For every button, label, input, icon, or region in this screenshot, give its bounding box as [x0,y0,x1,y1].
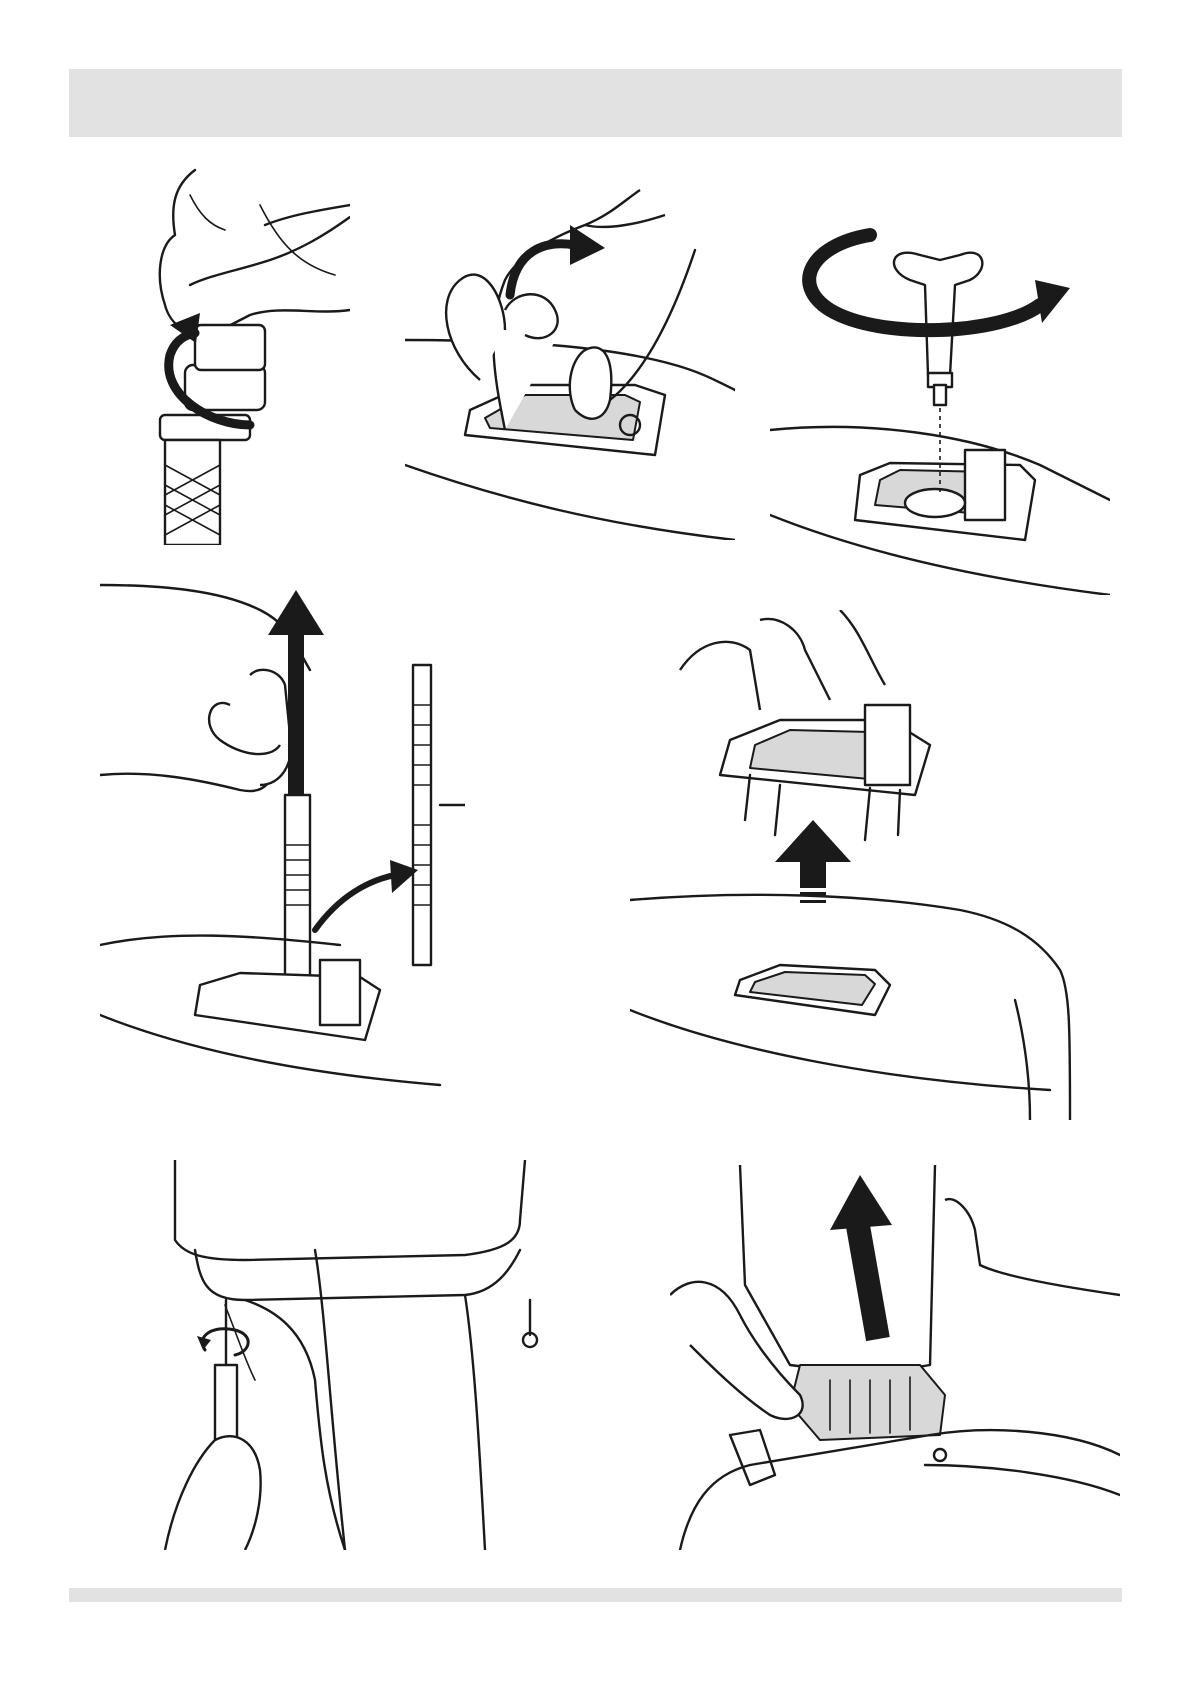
hose-nut-icon [185,365,265,410]
hose-icon [165,440,220,545]
figure-unscrew-hose-nut [130,165,350,545]
figure-lift-out-button-housing [630,610,1120,1120]
lift-up-arrow-icon [775,820,851,862]
figure-pull-out-filter-rod [100,575,465,1110]
filter-rod-icon [285,795,310,995]
figure-rotate-key-tool [770,225,1110,595]
cistern-base-icon [790,1365,945,1440]
key-tool-icon [894,253,982,375]
figure-lift-flush-button [405,180,735,540]
lift-arrow-icon-2 [830,1175,892,1230]
pull-up-arrow-icon [268,590,324,635]
footer-band [69,1588,1122,1602]
latch-icon [965,450,1005,520]
figure-lift-off-cistern [670,1165,1120,1550]
screwdriver-icon [215,1365,237,1445]
figure-unscrew-cistern-screws [145,1160,565,1550]
rotation-arrow-icon [1035,280,1070,323]
header-band [69,69,1122,137]
filter-rod-detail-icon [413,665,431,965]
